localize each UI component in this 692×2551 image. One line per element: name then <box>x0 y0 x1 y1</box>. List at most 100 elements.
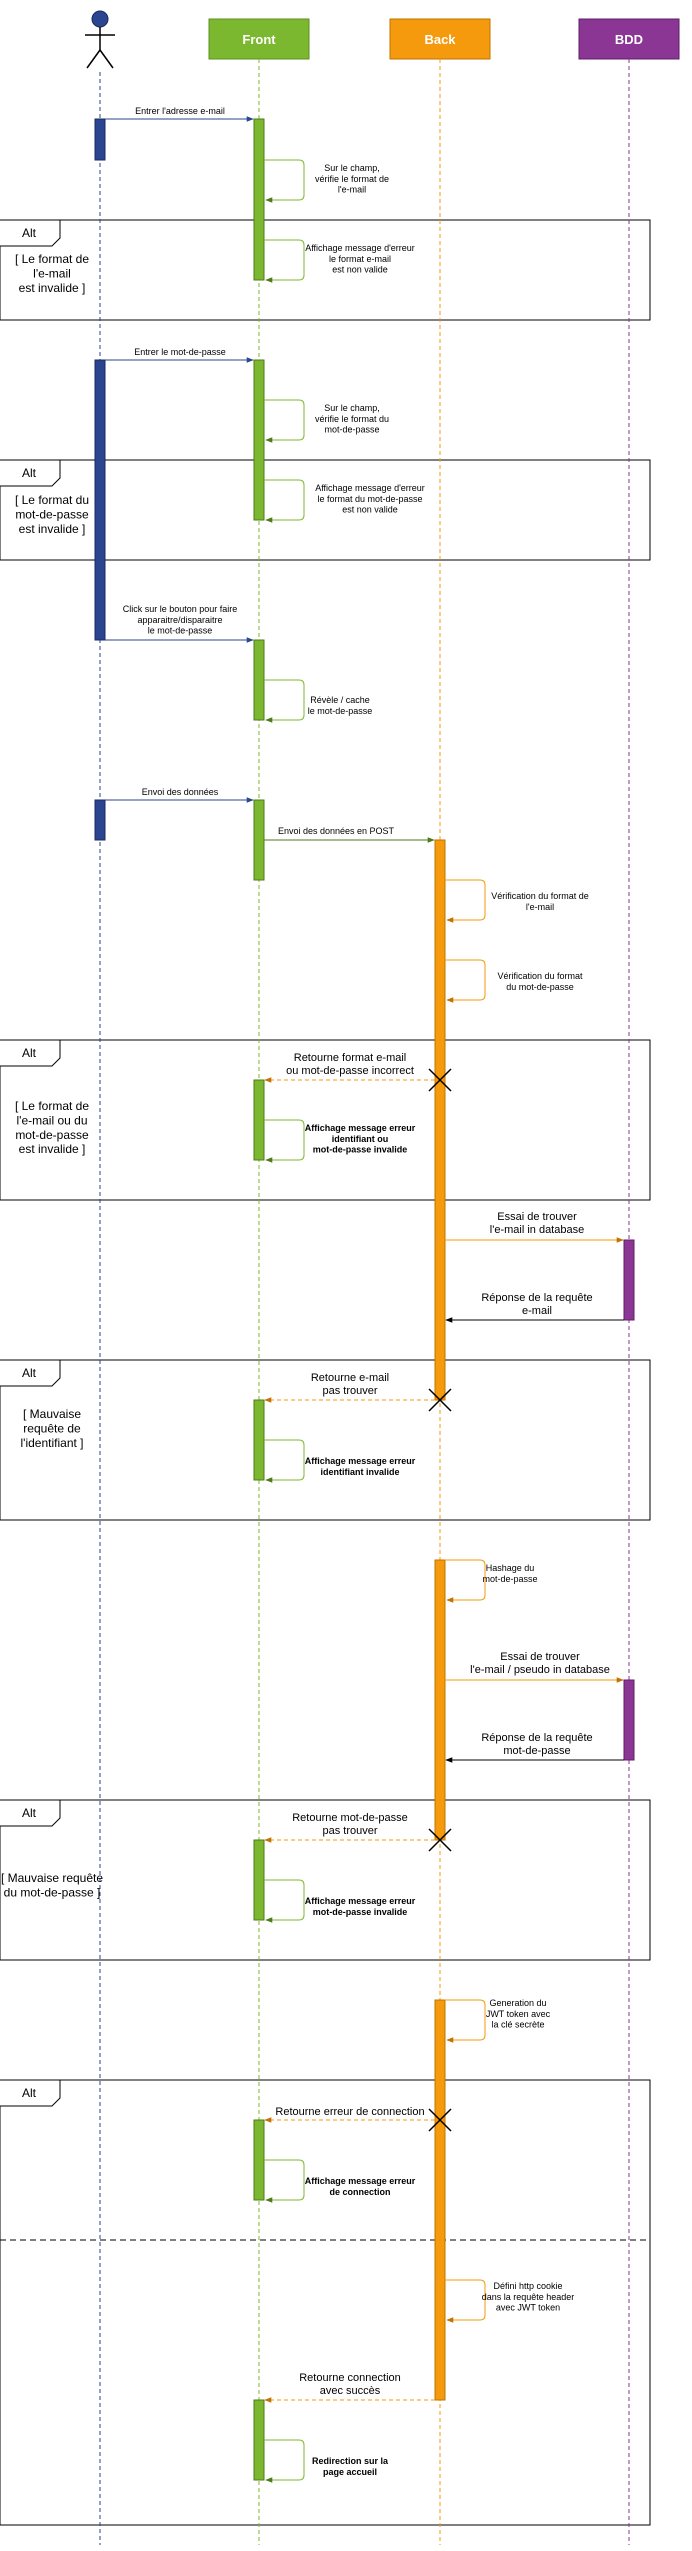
self-call-arrow <box>445 1559 486 1603</box>
alt-guard-line: est invalide ] <box>19 522 86 536</box>
actor-head <box>91 10 109 28</box>
self-call-arrow <box>264 2159 305 2203</box>
return-label-line: e-mail <box>522 1305 552 1317</box>
self-call-label-line: le format e-mail <box>329 254 391 264</box>
self-call-label-line: est non valide <box>332 265 388 275</box>
activation-bar-front <box>253 2119 265 2201</box>
participant-bdd-label: BDD <box>615 32 643 47</box>
self-call-label-line: page accueil <box>323 2467 377 2477</box>
actor-icon <box>85 10 115 69</box>
alt-frame <box>0 1799 651 1961</box>
activation-bar-front <box>253 1399 265 1481</box>
self-call-arrow <box>264 1439 305 1483</box>
self-call-arrow <box>264 399 305 443</box>
self-call-arrow <box>264 479 305 523</box>
alt-guard-line: du mot-de-passe ] <box>4 1885 101 1899</box>
self-call-label-line: Vérification du format <box>497 971 583 981</box>
alt-guard-line: est invalide ] <box>19 1142 86 1156</box>
actor-leg-left <box>86 49 101 69</box>
alt-guard-line: [ Le format de <box>15 252 89 266</box>
alt-frame-label: Alt <box>22 226 37 240</box>
alt-frame <box>0 1359 651 1521</box>
activation-bar-actor <box>94 118 106 161</box>
message-label: Envoi des données <box>142 787 219 797</box>
alt-frame <box>0 459 651 561</box>
self-call-label-line: avec JWT token <box>496 2303 560 2313</box>
self-call-label-line: Affichage message erreur <box>305 1456 416 1466</box>
alt-frame <box>0 219 651 321</box>
activation-bar-back <box>434 1999 446 2401</box>
self-call-label-line: du mot-de-passe <box>506 982 574 992</box>
self-call-label-line: mot-de-passe invalide <box>313 1907 408 1917</box>
self-call-label-line: Affichage message erreur <box>305 1123 416 1133</box>
activation-bar-bdd <box>623 1239 635 1321</box>
self-call-arrow <box>264 159 305 203</box>
self-call-label-line: Affichage message d'erreur <box>315 483 425 493</box>
self-call-label-line: Sur le champ, <box>324 163 380 173</box>
self-call-label-line: Affichage message erreur <box>305 2176 416 2186</box>
self-call-label-line: l'e-mail <box>526 902 554 912</box>
self-call-arrow <box>445 2279 486 2323</box>
self-call-label-line: identifiant invalide <box>320 1467 399 1477</box>
self-call-label-line: Défini http cookie <box>493 2281 562 2291</box>
self-call-label-line: mot-de-passe invalide <box>313 1145 408 1155</box>
message-label-line: le mot-de-passe <box>148 626 213 636</box>
activation-bar-front <box>253 1079 265 1161</box>
return-label-line: avec succès <box>320 2385 381 2397</box>
message-label-line: l'e-mail in database <box>490 1224 584 1236</box>
alt-frame-tab <box>0 1359 61 1387</box>
alt-guard-line: l'e-mail <box>33 266 71 280</box>
alt-guard-line: mot-de-passe <box>15 1128 89 1142</box>
message-label-line: Essai de trouver <box>497 1211 577 1223</box>
alt-guard-line: [ Le format du <box>15 493 89 507</box>
self-call-label-line: dans la requête header <box>482 2292 575 2302</box>
self-call-label-line: le mot-de-passe <box>308 706 373 716</box>
alt-frame-label: Alt <box>22 466 37 480</box>
self-call-label-line: le format du mot-de-passe <box>317 494 422 504</box>
return-label-line: Réponse de la requête <box>481 1292 592 1304</box>
activation-bar-front <box>253 639 265 721</box>
participant-back-label: Back <box>424 32 456 47</box>
message-label-line: apparaitre/disparaitre <box>137 615 222 625</box>
alt-guard-line: requête de <box>23 1421 81 1435</box>
activation-bar-actor <box>94 799 106 841</box>
alt-guard-line: [ Le format de <box>15 1099 89 1113</box>
return-label: Retourne erreur de connection <box>275 2106 424 2118</box>
self-call-label-line: l'e-mail <box>338 185 366 195</box>
activation-bar-front <box>253 1839 265 1921</box>
self-call-arrow <box>264 1879 305 1923</box>
self-call-label-line: mot-de-passe <box>482 1574 537 1584</box>
activation-bar-actor <box>94 359 106 641</box>
alt-frame-label: Alt <box>22 1366 37 1380</box>
alt-guard-line: mot-de-passe <box>15 507 89 521</box>
participant-front-label: Front <box>242 32 276 47</box>
alt-frame-tab <box>0 459 61 487</box>
return-label-line: Retourne e-mail <box>311 1372 389 1384</box>
message-label-line: Click sur le bouton pour faire <box>123 604 238 614</box>
alt-frame-tab <box>0 1799 61 1827</box>
self-call-label-line: identifiant ou <box>332 1134 389 1144</box>
self-call-label-line: Vérification du format de <box>491 891 589 901</box>
alt-frame-tab <box>0 219 61 247</box>
message-label-line: l'e-mail / pseudo in database <box>470 1664 610 1676</box>
destroy-mark <box>428 1828 452 1852</box>
self-call-label-line: Affichage message d'erreur <box>305 243 415 253</box>
message-label: Entrer l'adresse e-mail <box>135 106 225 116</box>
message-label-line: Essai de trouver <box>500 1651 580 1663</box>
return-label-line: mot-de-passe <box>503 1745 570 1757</box>
self-call-arrow <box>445 959 486 1003</box>
return-label-line: Réponse de la requête <box>481 1732 592 1744</box>
alt-frame <box>0 1039 651 1201</box>
destroy-mark <box>428 1068 452 1092</box>
activation-bar-front <box>253 799 265 881</box>
self-call-label-line: Sur le champ, <box>324 403 380 413</box>
alt-guard-line: l'identifiant ] <box>21 1436 84 1450</box>
self-call-label-line: vérifie le format de <box>315 174 389 184</box>
activation-bar-back <box>434 839 446 1401</box>
alt-frame-tab <box>0 2079 61 2107</box>
activation-bar-front <box>253 2399 265 2481</box>
alt-frame-label: Alt <box>22 1046 37 1060</box>
actor-leg-right <box>99 49 114 69</box>
self-call-label-line: Révèle / cache <box>310 695 370 705</box>
